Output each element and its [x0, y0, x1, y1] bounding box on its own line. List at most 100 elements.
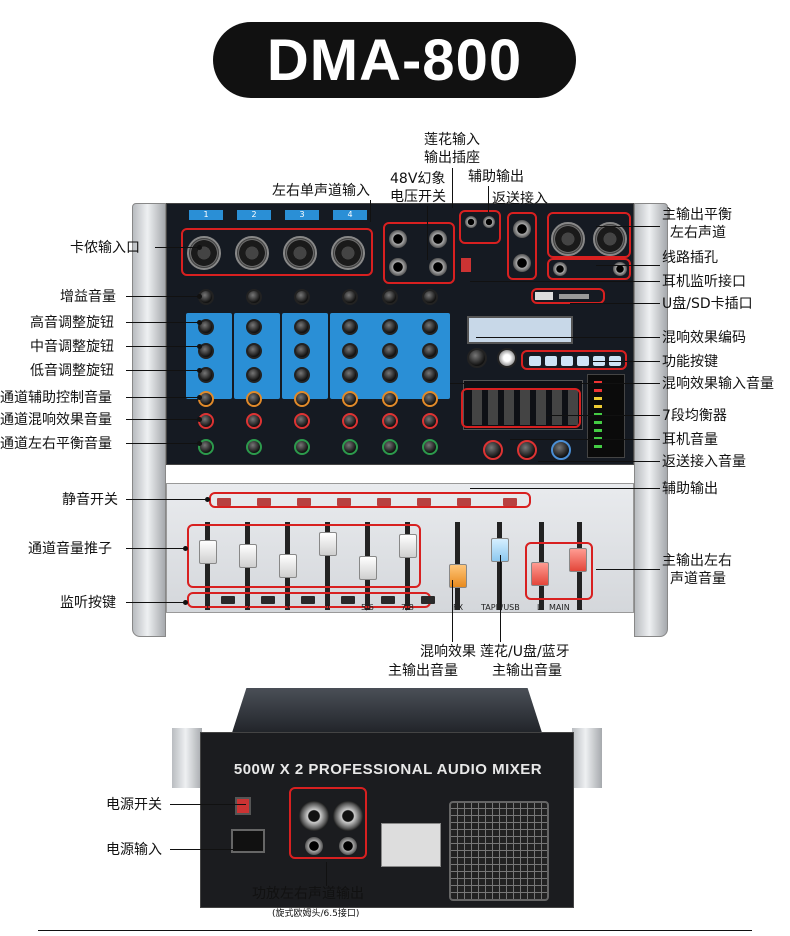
fx-send-knob[interactable] — [467, 348, 487, 368]
channel-knob[interactable] — [246, 289, 262, 305]
pfl-button[interactable] — [261, 596, 275, 604]
rca-jack[interactable] — [465, 216, 477, 228]
rca-jack[interactable] — [483, 216, 495, 228]
channel-knob[interactable] — [382, 343, 398, 359]
channel-knob[interactable] — [294, 391, 310, 407]
channel-knob[interactable] — [294, 343, 310, 359]
aux-out-jack[interactable] — [513, 220, 531, 238]
channel-knob[interactable] — [422, 289, 438, 305]
channel-knob[interactable] — [342, 391, 358, 407]
channel-fader[interactable] — [239, 544, 257, 568]
line-in-jack[interactable] — [429, 230, 447, 248]
channel-knob[interactable] — [382, 367, 398, 383]
channel-knob[interactable] — [382, 289, 398, 305]
phantom-switch[interactable] — [461, 258, 471, 272]
line-in-jack[interactable] — [389, 230, 407, 248]
mute-button[interactable] — [217, 498, 231, 506]
channel-knob[interactable] — [246, 413, 262, 429]
xlr-input-jack[interactable] — [187, 236, 221, 270]
channel-knob[interactable] — [294, 319, 310, 335]
channel-knob[interactable] — [198, 439, 214, 455]
channel-knob[interactable] — [422, 391, 438, 407]
pfl-button[interactable] — [341, 596, 355, 604]
mute-button[interactable] — [337, 498, 351, 506]
channel-knob[interactable] — [342, 343, 358, 359]
channel-fader[interactable] — [359, 556, 377, 580]
amp-jack-right[interactable] — [339, 837, 357, 855]
channel-knob[interactable] — [382, 391, 398, 407]
pfl-button[interactable] — [221, 596, 235, 604]
pfl-button[interactable] — [381, 596, 395, 604]
pfl-button[interactable] — [421, 596, 435, 604]
channel-knob[interactable] — [294, 367, 310, 383]
line-out-jack[interactable] — [553, 262, 567, 276]
eq-fader[interactable] — [568, 389, 578, 425]
channel-knob[interactable] — [422, 343, 438, 359]
eq-fader[interactable] — [520, 389, 530, 425]
power-switch[interactable] — [235, 797, 251, 815]
channel-knob[interactable] — [342, 439, 358, 455]
line-in-jack[interactable] — [389, 258, 407, 276]
main-out-xlr[interactable] — [551, 222, 585, 256]
speakon-left[interactable] — [299, 801, 329, 831]
mute-button[interactable] — [503, 498, 517, 506]
xlr-input-jack[interactable] — [331, 236, 365, 270]
return-level-knob[interactable] — [551, 440, 571, 460]
channel-knob[interactable] — [198, 343, 214, 359]
channel-knob[interactable] — [246, 391, 262, 407]
channel-fader[interactable] — [319, 532, 337, 556]
aux-out-knob[interactable] — [483, 440, 503, 460]
channel-knob[interactable] — [382, 439, 398, 455]
channel-knob[interactable] — [342, 413, 358, 429]
channel-knob[interactable] — [342, 289, 358, 305]
mute-button[interactable] — [417, 498, 431, 506]
mute-button[interactable] — [377, 498, 391, 506]
channel-knob[interactable] — [422, 439, 438, 455]
function-button[interactable] — [529, 356, 541, 366]
mute-button[interactable] — [457, 498, 471, 506]
speakon-right[interactable] — [333, 801, 363, 831]
channel-knob[interactable] — [198, 319, 214, 335]
mute-button[interactable] — [257, 498, 271, 506]
eq-fader[interactable] — [504, 389, 514, 425]
main-right-fader[interactable] — [569, 548, 587, 572]
channel-knob[interactable] — [294, 289, 310, 305]
xlr-input-jack[interactable] — [283, 236, 317, 270]
xlr-input-jack[interactable] — [235, 236, 269, 270]
channel-knob[interactable] — [422, 367, 438, 383]
channel-knob[interactable] — [422, 319, 438, 335]
usb-port[interactable] — [535, 292, 553, 300]
channel-knob[interactable] — [342, 319, 358, 335]
eq-fader[interactable] — [488, 389, 498, 425]
eq-fader[interactable] — [472, 389, 482, 425]
channel-knob[interactable] — [294, 439, 310, 455]
pfl-button[interactable] — [301, 596, 315, 604]
line-in-jack[interactable] — [429, 258, 447, 276]
mute-button[interactable] — [297, 498, 311, 506]
channel-knob[interactable] — [246, 367, 262, 383]
channel-knob[interactable] — [198, 367, 214, 383]
channel-knob[interactable] — [342, 367, 358, 383]
eq-fader[interactable] — [536, 389, 546, 425]
function-button[interactable] — [561, 356, 573, 366]
channel-knob[interactable] — [294, 413, 310, 429]
channel-knob[interactable] — [246, 439, 262, 455]
channel-knob[interactable] — [382, 413, 398, 429]
channel-fader[interactable] — [279, 554, 297, 578]
function-button[interactable] — [577, 356, 589, 366]
channel-knob[interactable] — [246, 343, 262, 359]
channel-knob[interactable] — [382, 319, 398, 335]
fx-encoder-knob[interactable] — [497, 348, 517, 368]
return-in-jack[interactable] — [513, 254, 531, 272]
main-left-fader[interactable] — [531, 562, 549, 586]
eq-fader[interactable] — [552, 389, 562, 425]
channel-knob[interactable] — [246, 319, 262, 335]
channel-fader[interactable] — [199, 540, 217, 564]
sd-slot[interactable] — [559, 294, 589, 299]
phones-knob[interactable] — [517, 440, 537, 460]
main-out-xlr[interactable] — [593, 222, 627, 256]
channel-knob[interactable] — [422, 413, 438, 429]
fx-fader[interactable] — [449, 564, 467, 588]
channel-fader[interactable] — [399, 534, 417, 558]
amp-jack-left[interactable] — [305, 837, 323, 855]
